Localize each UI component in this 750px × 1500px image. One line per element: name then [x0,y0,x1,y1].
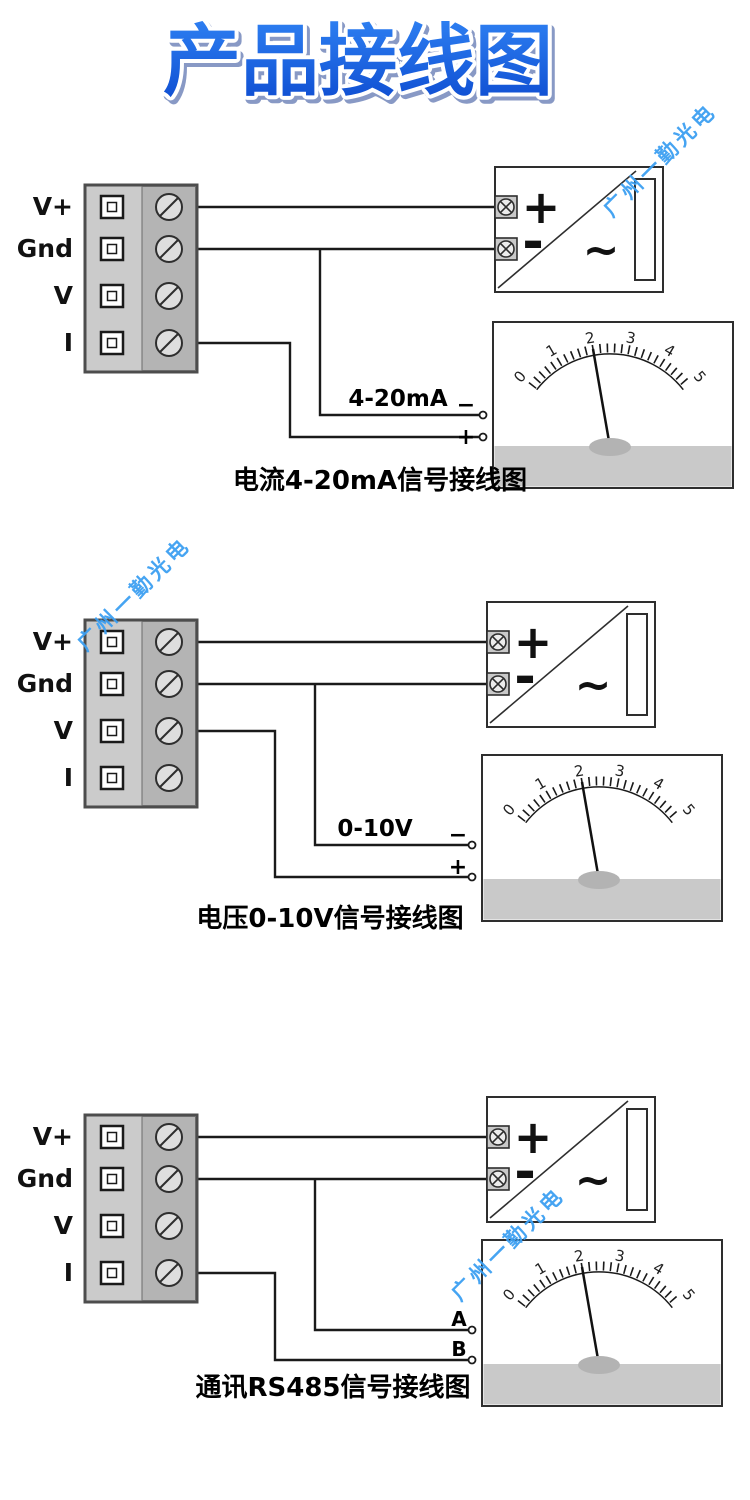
meter-terminal-a [467,1325,477,1335]
section-voltage-0-10V: 0-10V − + 电压0-10V信号接线图 [15,601,722,934]
page-title: 产品接线图 [163,17,553,107]
wire-signal-b [197,1271,469,1362]
section-caption: 电流4-20mA信号接线图 [233,466,527,496]
wire-signal-minus [318,249,480,417]
terminal-block [15,1113,199,1304]
wire-signal-a [313,1179,469,1332]
power-supply [486,1096,656,1223]
terminal-block [15,183,199,374]
wire-signal-plus [197,729,469,879]
meter-a-label: A [451,1307,467,1331]
power-supply [486,601,656,728]
signal-label: 4-20mA [348,386,448,412]
signal-label: 0-10V [337,816,413,842]
analog-meter [482,1240,722,1406]
meter-terminal-plus [478,432,488,442]
wire-signal-minus [313,684,469,847]
wire-signal-plus [197,341,480,439]
meter-plus-label: + [457,425,475,450]
meter-terminal-plus [467,872,477,882]
meter-terminal-b [467,1355,477,1365]
meter-b-label: B [451,1337,466,1361]
meter-plus-label: + [449,855,467,880]
meter-terminal-minus [478,410,488,420]
meter-terminal-minus [467,840,477,850]
analog-meter [493,322,733,488]
section-caption: 通讯RS485信号接线图 [195,1373,470,1403]
analog-meter [482,755,722,921]
section-rs485: A B 通讯RS485信号接线图 [15,1096,722,1406]
meter-minus-label: − [449,823,467,848]
meter-minus-label: − [457,393,475,418]
section-current-4-20mA: 4-20mA − + 电流4-20mA信号接线图 [15,166,733,496]
section-caption: 电压0-10V信号接线图 [196,904,463,934]
terminal-block [15,618,199,809]
